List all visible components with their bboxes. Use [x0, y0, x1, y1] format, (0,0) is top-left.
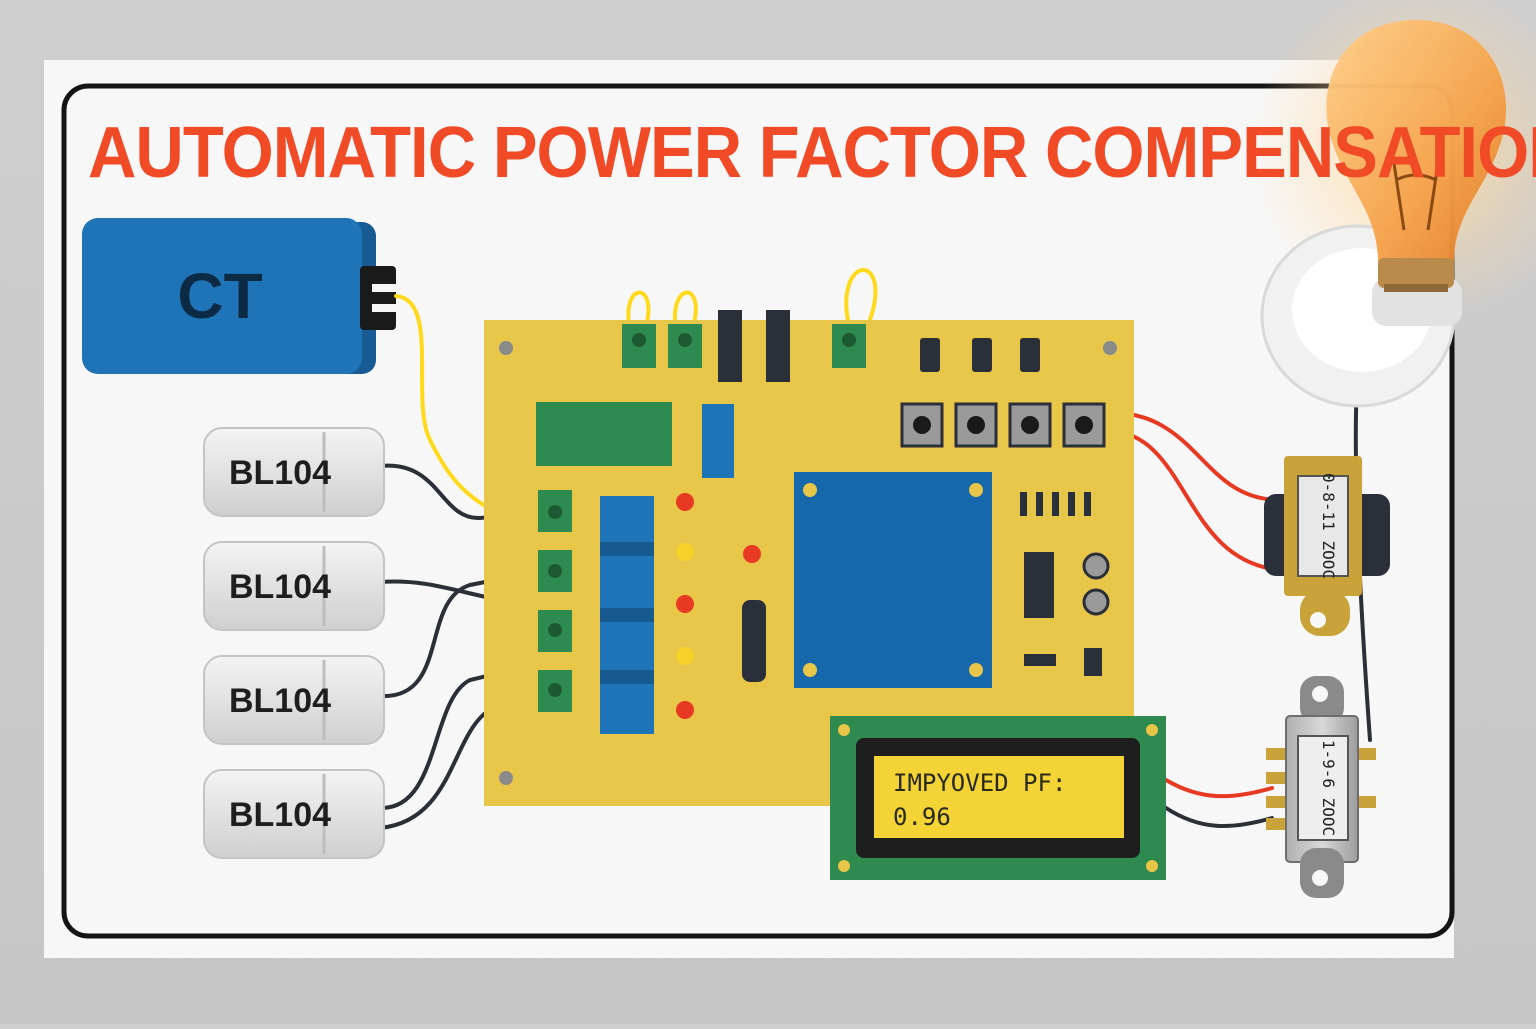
- transformer-top: 0-8-11 ZOOC: [1264, 456, 1390, 636]
- lcd-screen: [874, 756, 1124, 838]
- status-leds: [676, 493, 761, 719]
- ic-chip: [718, 310, 742, 382]
- transformer-bottom: 1-9-6 ZOOC: [1266, 676, 1376, 898]
- green-module: [536, 402, 672, 466]
- capacitor: BL104: [203, 769, 385, 859]
- regulator: [1024, 552, 1054, 618]
- transformer-top-label: 0-8-11 ZOOC: [1319, 473, 1338, 579]
- current-transformer: CT: [82, 218, 396, 374]
- transformer-bottom-label: 1-9-6 ZOOC: [1319, 740, 1338, 836]
- lcd-display: [830, 716, 1166, 880]
- component: [920, 338, 940, 372]
- lcd-readout: IMPYOVED PF: 0.96: [893, 766, 1066, 834]
- capacitor-label: BL104: [229, 796, 331, 834]
- crystal: [742, 600, 766, 682]
- capacitor: BL104: [203, 655, 385, 745]
- component: [1020, 338, 1040, 372]
- board-border: [61, 83, 1455, 939]
- light-bulb: [1250, 0, 1536, 408]
- mount-hole: [499, 341, 513, 355]
- capacitor: BL104: [203, 427, 385, 517]
- lcd-line-2: 0.96: [893, 803, 951, 831]
- capacitor-terminals: [538, 490, 572, 712]
- capacitor-label: BL104: [229, 454, 331, 492]
- component: [972, 338, 992, 372]
- capacitor: BL104: [203, 541, 385, 631]
- mount-hole: [499, 771, 513, 785]
- capacitor-label: BL104: [229, 682, 331, 720]
- page-title: AUTOMATIC POWER FACTOR COMPENSATION: [88, 113, 1536, 193]
- ic-chip: [766, 310, 790, 382]
- ct-label: CT: [177, 260, 262, 332]
- pcb: [484, 310, 1134, 806]
- push-buttons: [900, 402, 1106, 448]
- blue-component: [702, 404, 734, 478]
- lcd-line-1: IMPYOVED PF:: [893, 769, 1067, 797]
- mount-hole: [1103, 341, 1117, 355]
- capacitor-label: BL104: [229, 568, 331, 606]
- microcontroller: [794, 472, 992, 688]
